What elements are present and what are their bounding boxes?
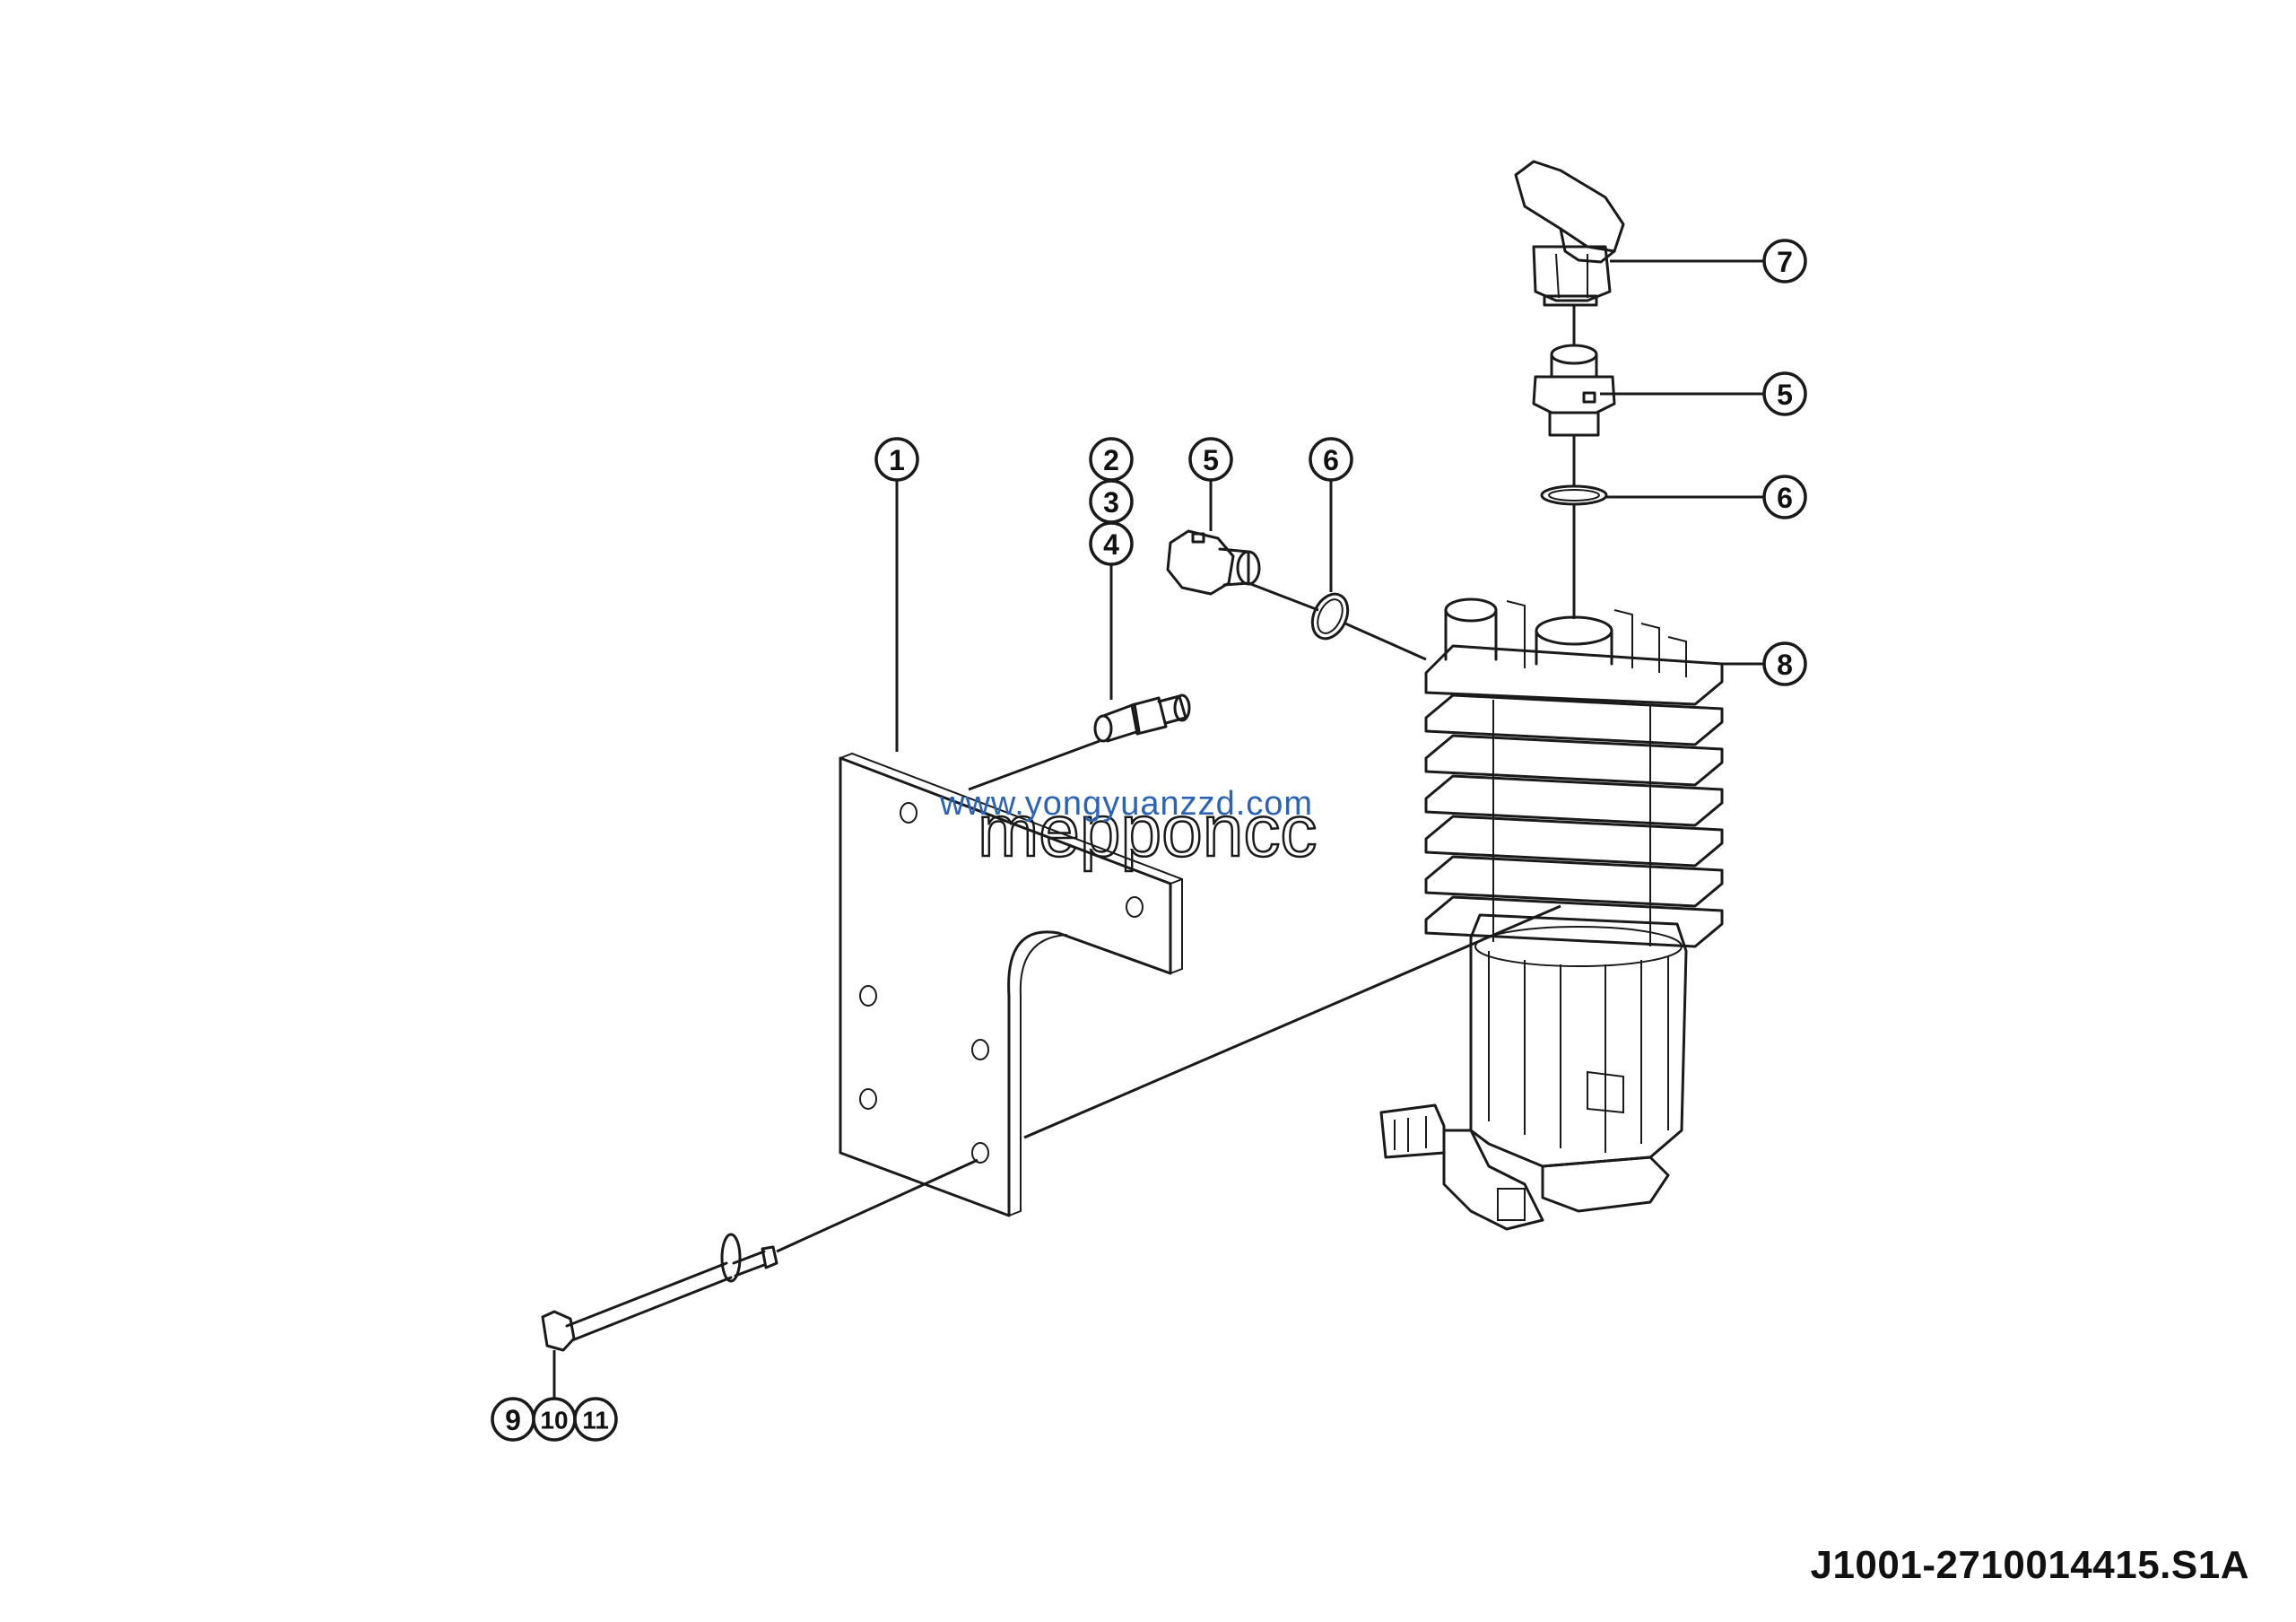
callout-11: 11 (573, 1397, 618, 1442)
o-ring-side (1310, 592, 1350, 641)
callout-6-side: 6 (1309, 437, 1353, 482)
callout-3-label: 3 (1103, 486, 1119, 519)
callout-4: 4 (1089, 521, 1134, 566)
union-fitting-top (1532, 344, 1616, 437)
leader-lines (552, 259, 1763, 1400)
callout-10: 10 (532, 1397, 577, 1442)
callout-7-label: 7 (1777, 246, 1793, 278)
callout-5-side: 5 (1188, 437, 1233, 482)
callout-9-label: 9 (505, 1404, 521, 1436)
callout-4-label: 4 (1103, 528, 1119, 561)
callout-1-label: 1 (889, 444, 905, 476)
callout-6-side-label: 6 (1323, 444, 1339, 476)
callout-6-top: 6 (1762, 475, 1807, 519)
elbow-fitting (1514, 160, 1625, 307)
watermark-brand: mepponcc (977, 789, 1318, 874)
callout-5-top-label: 5 (1777, 379, 1793, 411)
finned-pump-unit (1379, 597, 1724, 1231)
callout-7: 7 (1762, 239, 1807, 283)
callout-1: 1 (874, 437, 919, 482)
callout-8-label: 8 (1777, 649, 1793, 681)
watermark-url: www.yongyuanzzd.com (940, 785, 1314, 823)
callout-2-label: 2 (1103, 444, 1119, 476)
callout-3: 3 (1089, 479, 1134, 524)
callout-5-top: 5 (1762, 371, 1807, 416)
small-union-fitting (1093, 693, 1191, 743)
o-ring-top (1540, 484, 1608, 506)
callout-11-label: 11 (582, 1407, 609, 1435)
callout-2: 2 (1089, 437, 1134, 482)
callout-6-top-label: 6 (1777, 482, 1793, 514)
callout-5-side-label: 5 (1203, 444, 1219, 476)
callout-8: 8 (1762, 641, 1807, 686)
callout-9: 9 (491, 1397, 535, 1442)
mounting-bracket (839, 752, 1183, 1217)
callout-10-label: 10 (540, 1407, 568, 1435)
long-bolt-with-washer (541, 1233, 778, 1352)
drawing-number: J1001-2710014415.S1A (1810, 1543, 2249, 1587)
union-fitting-side (1166, 529, 1261, 596)
